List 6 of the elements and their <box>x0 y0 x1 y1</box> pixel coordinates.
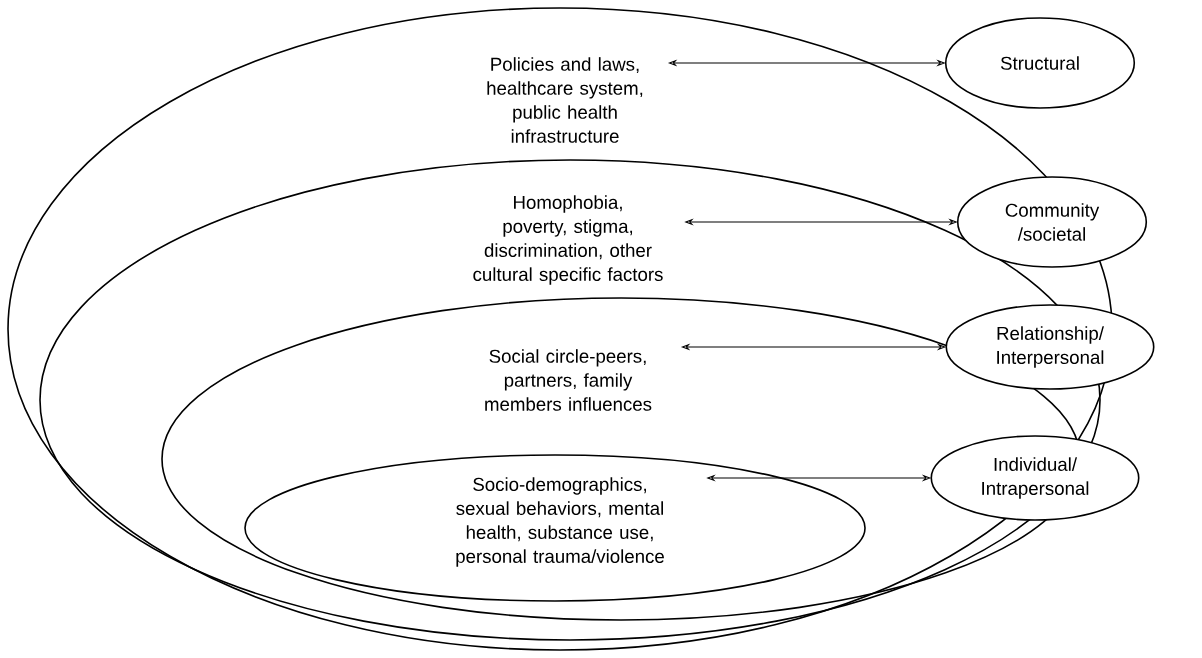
ellipse-region <box>7 7 1113 651</box>
factor-text: Policies and laws, healthcare system, public health infrastructure <box>487 57 643 143</box>
factor-text: Homophobia, poverty, stigma, discrimination, other cultural specific factors <box>473 195 663 285</box>
factor-text: Social circle-peers, partners, family members influences <box>485 349 652 411</box>
ellipse-region <box>244 454 866 602</box>
factor-text: Socio-demographics, sexual behaviors, mental health, substance use, personal trauma/violence <box>456 477 664 567</box>
